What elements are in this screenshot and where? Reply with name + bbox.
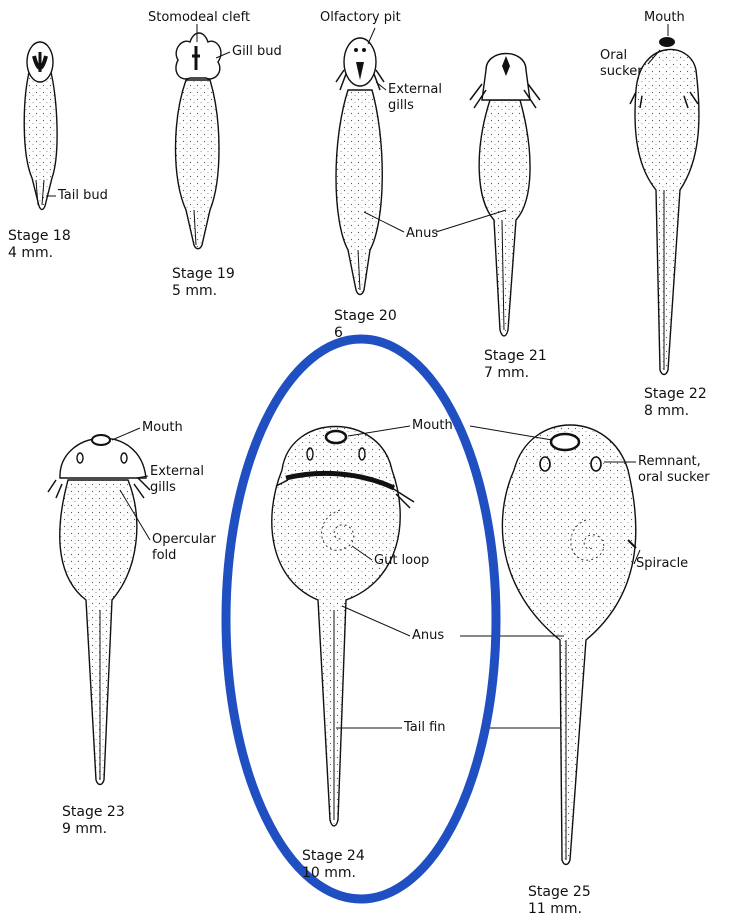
stage-22-embryo	[630, 37, 699, 375]
label-gill-bud: Gill bud	[232, 44, 282, 60]
stage-size: 5 mm.	[172, 283, 235, 300]
label-spiracle: Spiracle	[636, 556, 688, 572]
label-remnant-oral-sucker: Remnant, oral sucker	[638, 454, 710, 486]
stage-name: Stage 23	[62, 804, 125, 821]
label-opercular-fold: Opercular fold	[152, 532, 216, 564]
label-tail-fin: Tail fin	[404, 720, 446, 736]
stage-20-embryo	[336, 38, 384, 295]
label-mouth-22: Mouth	[644, 10, 685, 26]
stage-size: 4 mm.	[8, 245, 71, 262]
stage-name: Stage 19	[172, 266, 235, 283]
stage-size: 11 mm.	[528, 901, 591, 918]
stage-21-caption: Stage 21 7 mm.	[484, 348, 547, 382]
label-stomodeal-cleft: Stomodeal cleft	[148, 10, 250, 26]
label-tail-bud: Tail bud	[58, 188, 108, 204]
label-mouth-23: Mouth	[142, 420, 183, 436]
stage-name: Stage 18	[8, 228, 71, 245]
stage-25-tadpole	[502, 425, 636, 865]
stage-name: Stage 25	[528, 884, 591, 901]
stage-size: 7 mm.	[484, 365, 547, 382]
label-gut-loop: Gut loop	[374, 553, 429, 569]
stage-20-caption: Stage 20 6	[334, 308, 397, 342]
highlight-ellipse	[226, 339, 496, 899]
stage-size: 6	[334, 325, 397, 342]
stage-24-tadpole	[272, 427, 414, 827]
stage-18-embryo	[24, 42, 57, 210]
label-external-gills-23: External gills	[150, 464, 204, 496]
stage-size: 9 mm.	[62, 821, 125, 838]
label-olfactory-pit: Olfactory pit	[320, 10, 401, 26]
stage-name: Stage 21	[484, 348, 547, 365]
label-anus-top: Anus	[406, 226, 438, 242]
stage-22-caption: Stage 22 8 mm.	[644, 386, 707, 420]
stage-18-caption: Stage 18 4 mm.	[8, 228, 71, 262]
stage-23-caption: Stage 23 9 mm.	[62, 804, 125, 838]
stage-24-caption: Stage 24 10 mm.	[302, 848, 365, 882]
stage-19-embryo	[176, 33, 221, 249]
stage-23-tadpole	[48, 435, 150, 785]
stage-25-caption: Stage 25 11 mm.	[528, 884, 591, 918]
stage-size: 8 mm.	[644, 403, 707, 420]
label-anus-bottom: Anus	[412, 628, 444, 644]
label-external-gills-20: External gills	[388, 82, 442, 114]
stage-19-caption: Stage 19 5 mm.	[172, 266, 235, 300]
stage-name: Stage 20	[334, 308, 397, 325]
stage-name: Stage 24	[302, 848, 365, 865]
label-mouth-24: Mouth	[412, 418, 453, 434]
label-oral-sucker: Oral sucker	[600, 48, 643, 80]
stage-size: 10 mm.	[302, 865, 365, 882]
stage-21-embryo	[470, 54, 540, 337]
stage-name: Stage 22	[644, 386, 707, 403]
